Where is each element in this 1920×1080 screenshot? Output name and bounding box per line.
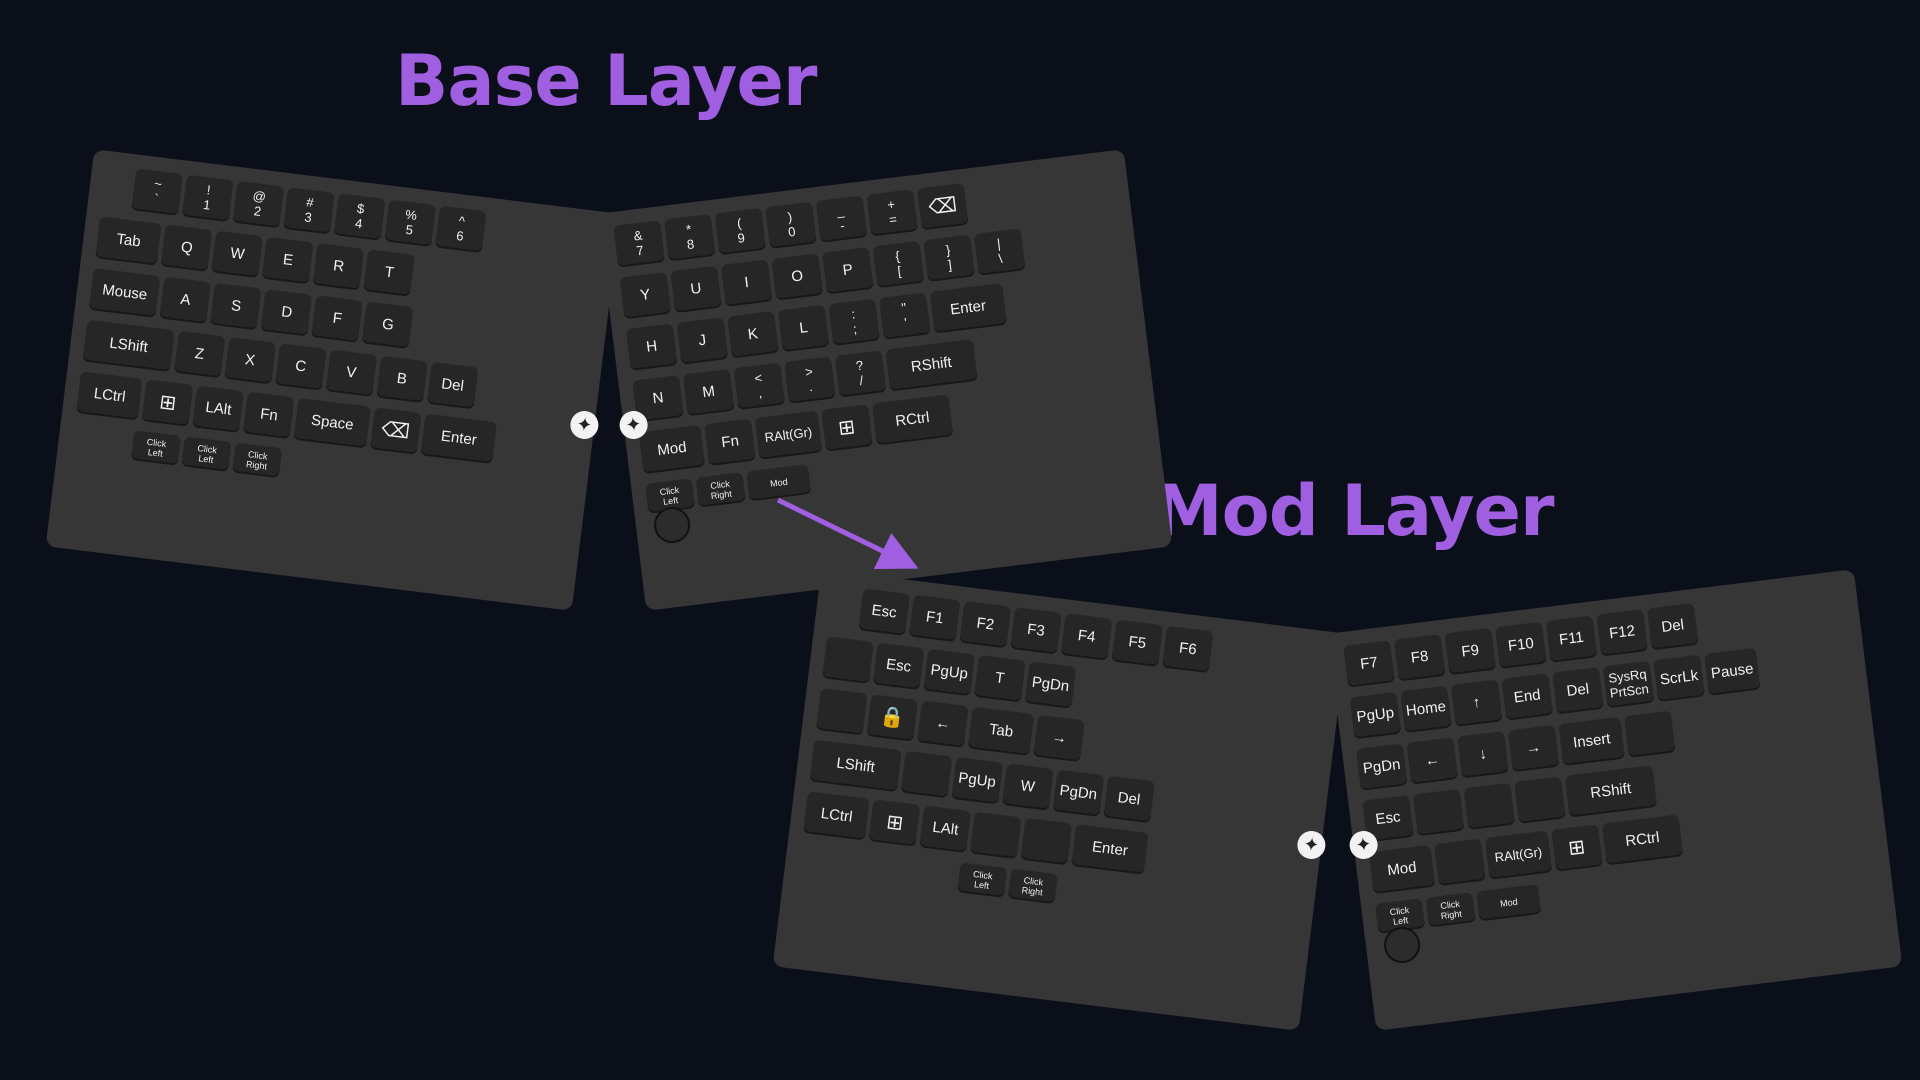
mod-layer-title: Mod Layer [1153,470,1555,552]
base-layer-title: Base Layer [395,40,817,122]
layer-transition-arrow [776,497,919,570]
